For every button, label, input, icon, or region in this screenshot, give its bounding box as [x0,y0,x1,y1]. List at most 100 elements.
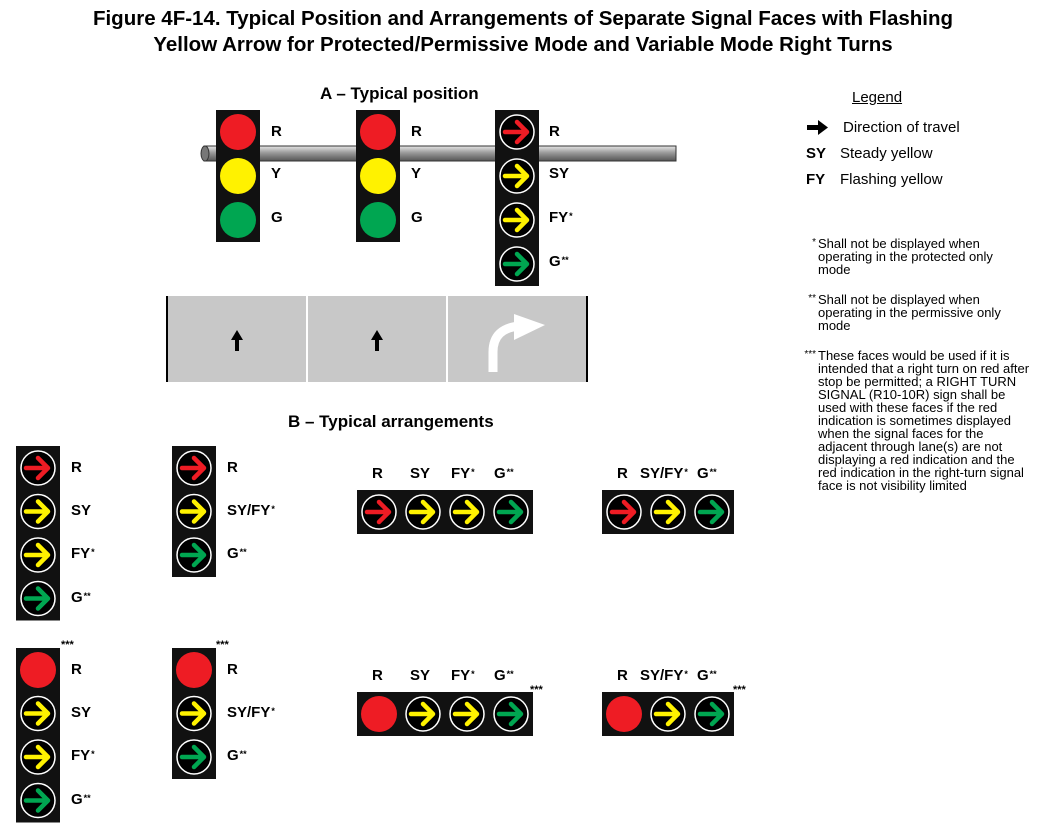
ball-red-lens [172,648,216,692]
right-turn-pavement-arrow-icon [488,314,545,372]
arrangement-horizontal-3-section [602,490,734,534]
arrow-yellow-lens [445,490,489,534]
label-r: R [411,123,422,140]
arrow-yellow-lens [401,692,445,736]
section-b-title: B – Typical arrangements [288,412,494,431]
legend-direction-text: Direction of travel [843,119,960,136]
arrow-yellow-lens [16,735,60,779]
arrow-green-lens [690,692,734,736]
arrow-green-lens [489,490,533,534]
label-g: G** [697,465,717,482]
label-sy: SY [71,704,92,721]
label-fy: FY* [71,545,95,562]
label-r: R [271,123,282,140]
label-r: R [71,661,82,678]
label-g: G** [494,667,514,684]
label-g: G** [71,791,91,808]
label-sy: SY [71,502,92,519]
label-sy-fy: SY/FY* [227,502,275,519]
label-g: G [271,209,283,226]
arrangement-horizontal-4-section-red-ball [357,692,533,736]
label-g: G** [549,253,569,270]
signal-head-right-turn [495,110,539,286]
label-g: G** [227,747,247,764]
arrow-green-lens [172,735,216,779]
label-fy: FY* [549,209,573,226]
arrow-red-lens [495,110,539,154]
roadway [166,296,588,382]
label-fy: FY* [451,667,475,684]
note-text: Shall not be displayed when operating in… [818,292,1001,333]
arrangement-horizontal-3-section-red-ball [602,692,734,736]
arrow-yellow-lens [445,692,489,736]
note-mark: *** [804,349,816,360]
legend-row-sy: SY Steady yellow [806,145,933,162]
label-g: G** [697,667,717,684]
label-sy-fy: SY/FY* [640,667,688,684]
arrow-green-lens [489,692,533,736]
arrangement-vertical-3-section [172,446,216,577]
arrow-yellow-lens [495,198,539,242]
label-g: G** [71,589,91,606]
arrangement-vertical-4-section-red-ball [16,648,60,823]
ball-green-lens [356,198,400,242]
label-sy: SY [549,165,570,182]
section-a-title: A – Typical position [320,84,479,103]
label-r: R [227,661,238,678]
note-mark: * [812,237,816,248]
label-r: R [71,459,82,476]
mast-arm [200,145,677,162]
figure-title-line1: Figure 4F-14. Typical Position and Arran… [92,7,954,30]
legend-sy-symbol: SY [806,145,827,162]
label-g: G** [494,465,514,482]
arrangement-vertical-4-section [16,446,60,621]
label-y: Y [271,165,282,182]
signal-head-through-left [216,110,260,242]
label-r: R [549,123,560,140]
label-g: G [411,209,423,226]
ball-red-lens [16,648,60,692]
label-sy-fy: SY/FY* [227,704,275,721]
label-y: Y [411,165,422,182]
label-fy: FY* [71,747,95,764]
label-r: R [227,459,238,476]
arrow-red-lens [357,490,401,534]
arrow-green-lens [16,778,60,823]
arrow-yellow-lens [16,489,60,534]
arrow-red-lens [16,446,60,490]
arrangement-vertical-3-section-red-ball [172,648,216,779]
label-r: R [372,465,383,482]
figure-title-line2: Yellow Arrow for Protected/Permissive Mo… [153,33,893,56]
legend-sy-text: Steady yellow [840,145,933,162]
ball-red-lens [602,692,646,736]
label-sy-fy: SY/FY* [640,465,688,482]
triple-star-mark: *** [61,639,74,651]
label-sy: SY [410,667,431,684]
ball-red-lens [356,110,400,154]
triple-star-mark: *** [530,684,543,696]
arrow-green-lens [495,242,539,286]
ball-yellow-lens [356,154,400,198]
arrow-yellow-lens [172,691,216,736]
ball-green-lens [216,198,260,242]
arrow-green-lens [172,533,216,577]
ball-red-lens [216,110,260,154]
ball-yellow-lens [216,154,260,198]
note-text: These faces would be used if it is inten… [818,348,1030,493]
through-arrow-icon [371,330,383,351]
arrow-green-lens [690,490,734,534]
through-arrow-icon [231,330,243,351]
label-fy: FY* [451,465,475,482]
arrow-yellow-lens [16,533,60,577]
arrow-yellow-lens [646,692,690,736]
label-r: R [617,667,628,684]
arrangement-horizontal-4-section [357,490,533,534]
triple-star-mark: *** [216,639,229,651]
label-r: R [372,667,383,684]
arrow-green-lens [16,576,60,621]
signal-head-through-right [356,110,400,242]
direction-arrow-icon [807,120,828,135]
legend-heading: Legend [852,89,903,106]
note-text: Shall not be displayed when operating in… [818,236,993,277]
arrow-yellow-lens [646,490,690,534]
